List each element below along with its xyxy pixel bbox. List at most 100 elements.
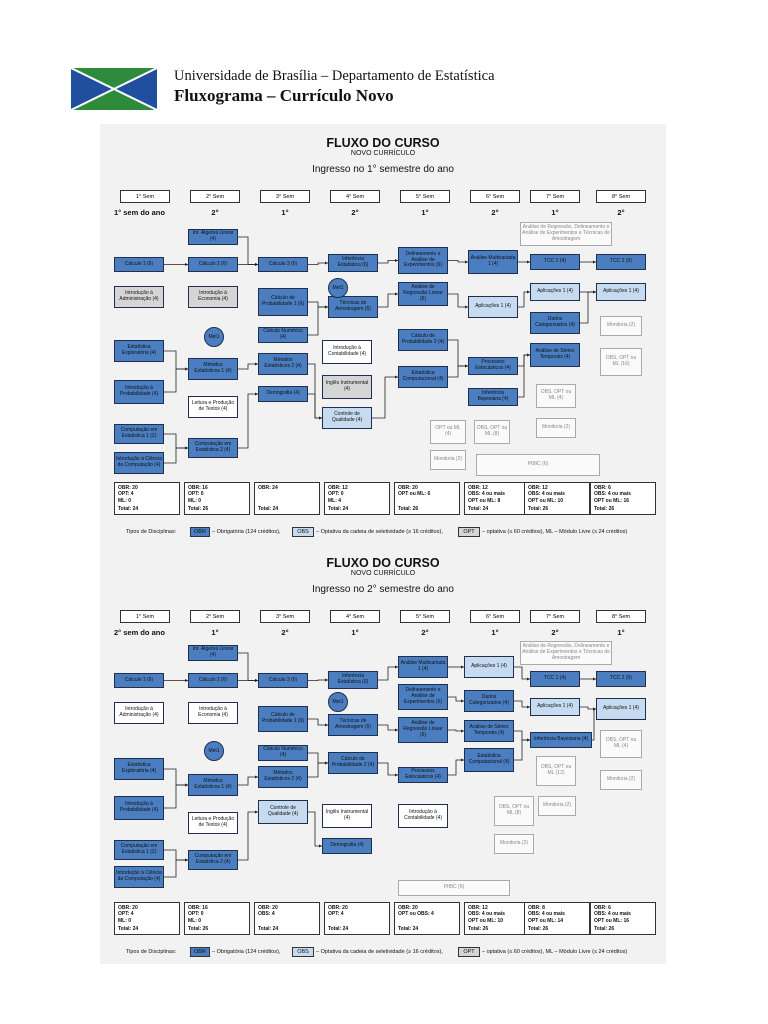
totals-line: OBR: 6 [594,485,611,491]
totals-line: OPT ou ML: 16 [594,497,629,504]
connector-arrow [308,393,322,419]
course-box: Cálculo 3 (6) [258,257,308,272]
arrowhead [593,290,596,294]
course-box: Processos Estocásticos (4) [468,357,518,375]
semester-header: 1° Sem [120,610,170,623]
course-box: Análise de Regressão, Delineamento e Aná… [520,641,612,665]
totals-sum: Total: 24 [258,925,279,932]
arrowhead [319,416,322,420]
connector-arrow [308,306,328,336]
semester-header: 4° Sem [330,190,380,203]
totals-sum: Total: 26 [528,505,549,512]
arrowhead [395,375,398,379]
totals-line: OBR: 12 [528,485,548,491]
totals-line: OPT: 0 [328,491,344,498]
semester-ordinal: 1° [421,208,429,217]
arrowhead [325,761,328,765]
course-box: Métodos Estatísticos 1 (4) [188,358,238,380]
met-circle: Met1 [204,327,224,347]
connector-arrow [164,768,188,786]
connector-arrow [378,260,398,264]
arrowhead [527,738,530,742]
course-box: Leitura e Produção de Textos (4) [188,396,238,418]
arrowhead [255,679,258,682]
course-box: Int. Álgebra Linear (4) [188,229,238,245]
semester-ordinal: 2° [491,208,499,217]
arrowhead [527,290,530,294]
totals-sum: Total: 24 [118,925,139,932]
legend-obr-text: – Obrigatória (124 créditos), [212,949,281,955]
totals-line: OBR: 16 [188,485,208,491]
totals-line: OBR: 20 [118,905,138,911]
course-box: Técnicas de Amostragem (6) [328,296,378,318]
semester-header: 4° Sem [330,610,380,623]
arrowhead [461,699,464,703]
totals-line: ML: 0 [188,917,202,924]
course-box: Métodos Estatísticos 2 (4) [258,353,308,375]
connector-arrow [378,293,398,308]
connector-arrow [238,652,258,681]
semester-header: 3° Sem [260,190,310,203]
connector-arrow [308,811,322,847]
course-box: OBS, OPT ou ML (4) [600,730,642,758]
course-box: Introdução à Contabilidade (4) [398,804,448,828]
semester-ordinal: 1° [551,208,559,217]
connector-arrow [308,679,328,681]
course-box: Aplicações 1 (4) [596,698,646,720]
course-box: Computação em Estatística 1 (2) [114,840,164,860]
course-box: Cálculo 2 (6) [188,673,238,688]
connector-lines [164,652,596,878]
totals-line: OBR: 20 [328,905,348,911]
connector-arrow [238,393,258,449]
arrowhead [395,665,398,669]
course-box: Computação em Estatística 2 (4) [188,850,238,870]
semester-ordinal: 2° sem do ano [114,628,165,637]
connector-arrow [514,666,530,680]
arrowhead [185,679,188,682]
totals-line: OBS: 4 ou mais [528,491,565,498]
header-institution: Universidade de Brasília – Departamento … [174,68,495,84]
arrowhead [461,758,464,762]
course-box: Análise de Séries Temporais (4) [464,720,514,742]
totals-line: OBR: 20 [258,905,278,911]
course-box: OBS, OPT ou ML (8) [474,420,510,444]
totals-line: OPT ou ML: 16 [594,917,629,924]
totals-line: OPT ou OBS: 4 [398,911,434,918]
course-box: TCC 1 (4) [530,671,580,687]
semester-ordinal: 2° [421,628,429,637]
semester-header: 1° Sem [120,190,170,203]
course-box: Estatística Exploratória (4) [114,758,164,780]
semester-header: 7° Sem [530,610,580,623]
totals-line: OBR: 12 [328,485,348,491]
course-box: Introdução à Probabilidade (4) [114,796,164,820]
course-box: TCC 1 (4) [530,254,580,270]
course-box: TCC 2 (6) [596,671,646,687]
course-box: Inferência Estatística (6) [328,254,378,272]
semester-ordinal: 2° [551,628,559,637]
legend-obs-swatch: OBS [292,947,314,957]
arrowhead [255,362,258,366]
totals-line: OBS: 4 ou mais [594,491,631,498]
connector-arrow [514,739,530,761]
arrowhead [255,392,258,396]
legend: Tipos de Disciplinas:OBR– Obrigatória (1… [100,945,666,959]
connector-arrow [580,706,596,710]
connector-arrow [378,666,398,681]
course-box: Monitoria (2) [536,418,576,438]
connector-arrow [448,696,464,702]
connector-arrow [308,262,328,265]
connector-arrow [378,724,398,731]
met-circle: Met1 [204,741,224,761]
totals-sum: Total: 24 [398,925,419,932]
arrowhead [465,305,468,309]
semester-header: 8° Sem [596,610,646,623]
course-box: Inferência Bayesiana (4) [530,732,592,748]
course-box: Técnicas de Amostragem (6) [328,714,378,736]
connector-arrow [308,762,328,778]
